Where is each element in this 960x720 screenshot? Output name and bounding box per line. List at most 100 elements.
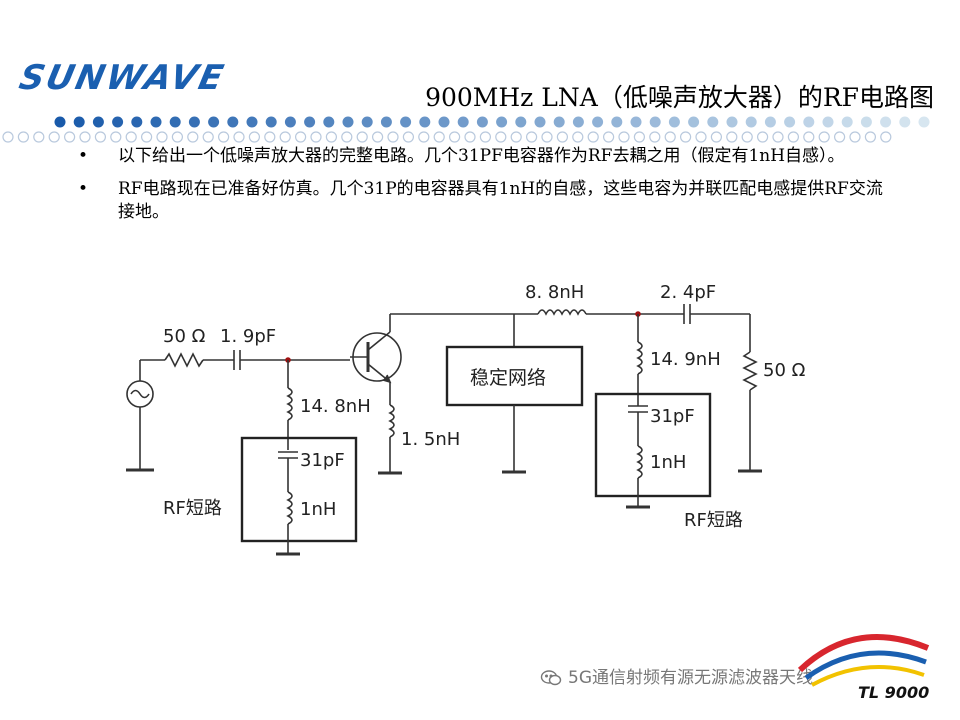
divider-ring — [633, 131, 646, 143]
divider-dot — [649, 116, 661, 128]
divider-ring — [664, 131, 676, 143]
divider-ring — [741, 131, 753, 143]
divider-ring — [649, 131, 661, 143]
divider-dot — [92, 116, 104, 128]
divider-dot — [899, 116, 911, 128]
capacitor-decouple-in — [278, 451, 298, 459]
divider-dot — [572, 116, 584, 128]
inductor-shunt-in — [286, 387, 293, 421]
bullet-mark: • — [78, 146, 89, 166]
divider-ring — [618, 131, 630, 143]
divider-ring — [818, 131, 830, 143]
divider-ring — [171, 131, 183, 143]
divider-dot — [822, 116, 834, 128]
divider-ring — [110, 131, 122, 143]
divider-dot — [918, 116, 930, 128]
divider-dot — [764, 116, 776, 128]
divider-dot — [361, 116, 373, 128]
divider-dot — [304, 116, 316, 128]
divider-ring — [695, 131, 707, 143]
divider-dot — [419, 116, 431, 128]
divider-ring — [187, 131, 199, 143]
divider-ring — [679, 131, 692, 143]
divider-dot — [400, 116, 412, 128]
divider-ring — [525, 131, 538, 143]
divider-ring — [849, 131, 861, 143]
divider-ring — [356, 131, 368, 143]
bullet-item: • 以下给出一个低噪声放大器的完整电路。几个31PF电容器作为RF去耦之用（假定… — [78, 145, 898, 168]
divider-ring — [572, 131, 584, 143]
bullet-text: RF电路现在已准备好仿真。几个31P的电容器具有1nH的自感，这些电容为并联匹配… — [118, 179, 883, 222]
divider-ring — [17, 131, 29, 143]
lna-circuit-diagram: 50 Ω 1. 9pF 14. 8nH 31pF 1nH RF短路 1. 5nH… — [126, 282, 806, 556]
divider-ring — [156, 131, 168, 143]
divider-ring — [864, 131, 877, 143]
divider-ring — [756, 131, 769, 143]
divider-dot — [611, 116, 623, 128]
divider-dot — [54, 116, 66, 128]
divider-ring — [464, 131, 476, 143]
divider-dot — [131, 116, 143, 128]
label-l-emitter: 1. 5nH — [401, 429, 460, 450]
divider-dot — [188, 116, 200, 128]
divider-ring — [63, 131, 76, 143]
label-c-out: 2. 4pF — [660, 282, 716, 303]
divider-ring — [202, 131, 214, 143]
divider-ring — [248, 131, 260, 143]
divider-dot — [169, 116, 181, 128]
divider-dot — [150, 116, 162, 128]
divider-ring — [787, 131, 800, 143]
brand-logo: SUNWAVE — [15, 58, 229, 98]
divider-dot — [284, 116, 296, 128]
divider-dot — [860, 116, 872, 128]
label-c-decouple-in: 31pF — [300, 450, 345, 471]
label-block-in: RF短路 — [163, 498, 222, 519]
divider-dot — [553, 116, 565, 128]
divider-dot — [534, 116, 546, 128]
divider-ring — [218, 131, 230, 143]
divider-dot — [476, 116, 488, 128]
divider-dot — [880, 116, 892, 128]
dot-divider — [2, 116, 930, 143]
bullet-mark: • — [78, 179, 89, 199]
capacitor-in — [233, 350, 241, 370]
divider-ring — [295, 131, 307, 143]
tl9000-logo: TL 9000 — [797, 634, 929, 702]
divider-ring — [449, 131, 461, 143]
divider-ring — [141, 131, 153, 143]
watermark-text: 5G通信射频有源无源滤波器天线 — [568, 668, 813, 688]
tl9000-text: TL 9000 — [858, 683, 929, 702]
divider-ring — [833, 131, 846, 143]
divider-ring — [479, 131, 491, 143]
divider-ring — [33, 131, 45, 143]
divider-dot — [745, 116, 757, 128]
divider-dot — [496, 116, 508, 128]
label-c-in: 1. 9pF — [220, 326, 276, 347]
wechat-icon — [540, 670, 562, 686]
bullet-item: • RF电路现在已准备好仿真。几个31P的电容器具有1nH的自感，这些电容为并联… — [78, 178, 898, 224]
divider-ring — [264, 131, 276, 143]
divider-ring — [726, 131, 738, 143]
divider-ring — [279, 131, 291, 143]
ac-source-icon — [126, 360, 154, 472]
label-stab-network: 稳定网络 — [470, 367, 546, 389]
label-c-decouple-out: 31pF — [650, 406, 695, 427]
inductor-shunt-out — [636, 341, 643, 375]
divider-ring — [79, 131, 91, 143]
inductor-decouple-out — [636, 445, 643, 479]
divider-ring — [495, 131, 507, 143]
divider-dot — [515, 116, 527, 128]
divider-ring — [880, 131, 892, 143]
divider-dot — [227, 116, 239, 128]
inductor-series — [537, 309, 587, 316]
divider-dot — [246, 116, 258, 128]
label-l-shunt-out: 14. 9nH — [650, 349, 721, 370]
divider-ring — [418, 131, 430, 143]
divider-ring — [772, 131, 784, 143]
slide-title: 900MHz LNA（低噪声放大器）的RF电路图 — [425, 83, 934, 112]
divider-ring — [372, 131, 384, 143]
resistor-50-load — [742, 351, 758, 391]
watermark: 5G通信射频有源无源滤波器天线 — [540, 663, 813, 688]
divider-dot — [784, 116, 796, 128]
divider-ring — [602, 131, 615, 143]
